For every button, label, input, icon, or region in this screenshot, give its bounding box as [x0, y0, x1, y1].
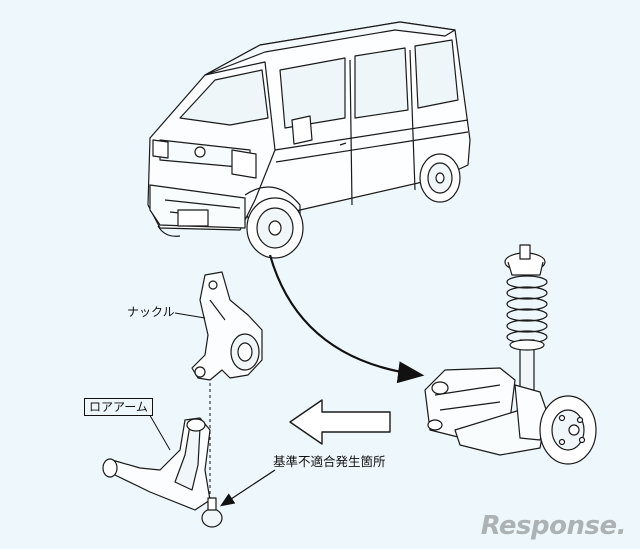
response-watermark: Response.: [480, 511, 627, 541]
van-illustration: [147, 21, 471, 259]
knuckle-part: [191, 271, 263, 381]
defect-location-label: 基準不適合発生箇所: [273, 454, 386, 469]
lower-arm-label: ロアアーム: [84, 398, 153, 416]
defect-leader: [219, 469, 276, 507]
lower-arm-part: [102, 417, 223, 528]
knuckle-label: ナックル: [127, 305, 175, 319]
curved-arrow: [268, 254, 425, 384]
hollow-left-arrow: [289, 399, 391, 445]
knuckle-leader: [174, 312, 206, 319]
strut-assembly: [424, 244, 597, 465]
lower-arm-leader: [147, 411, 171, 451]
